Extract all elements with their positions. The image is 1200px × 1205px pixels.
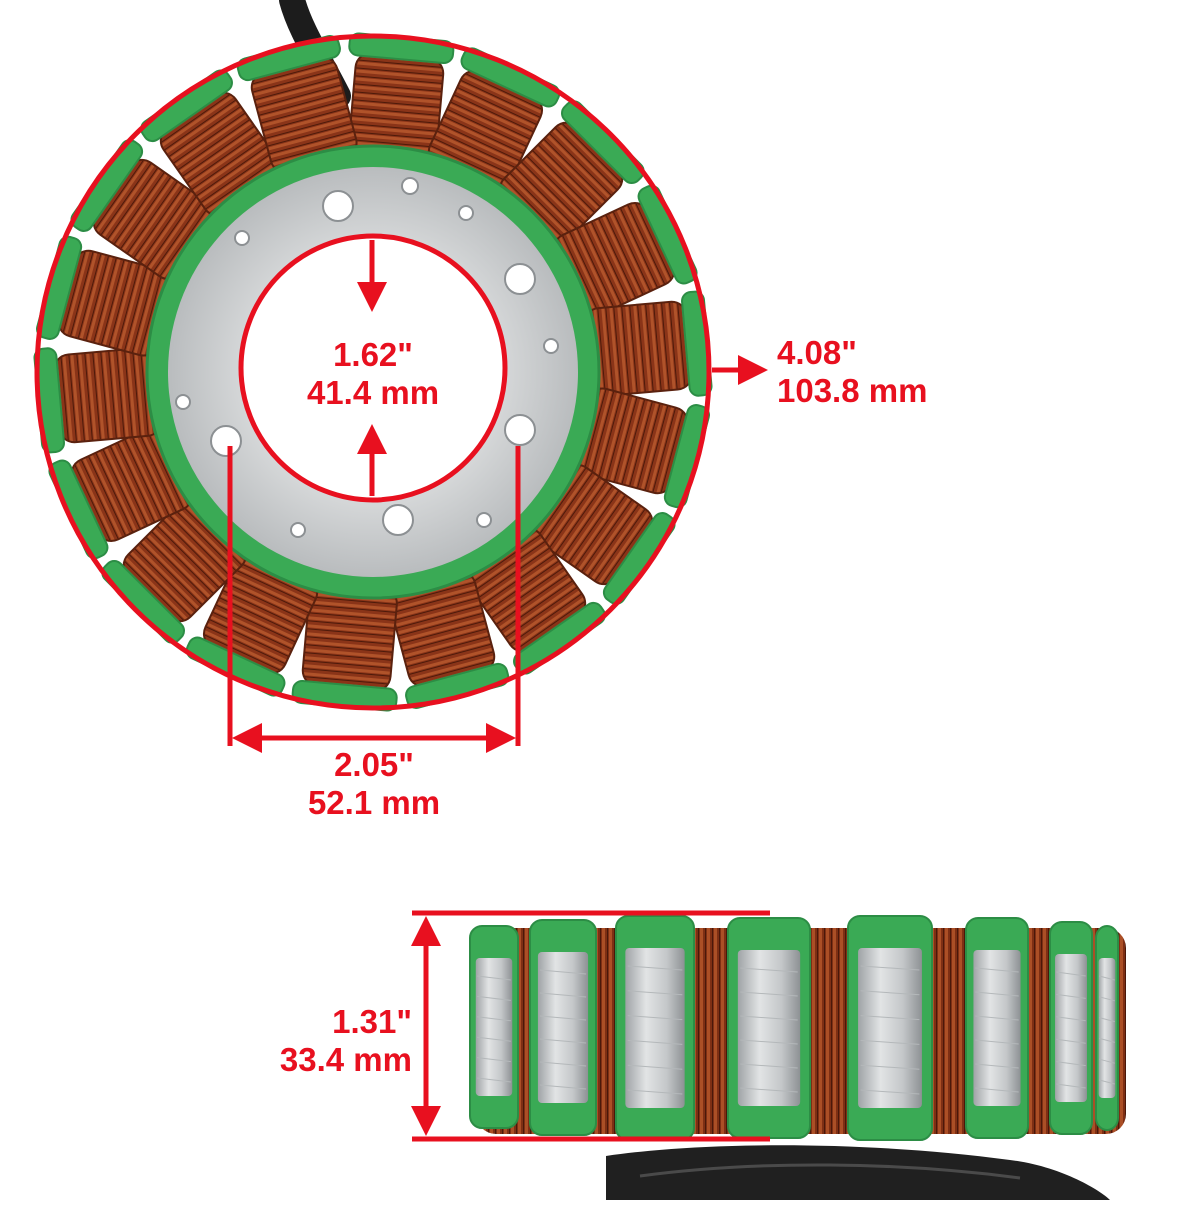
height-mm: 33.4 mm — [279, 1041, 412, 1078]
bolt-spacing-label: 2.05" 52.1 mm — [264, 746, 484, 822]
dimension-arrows-side — [411, 910, 770, 1142]
coil-pole — [36, 235, 176, 357]
inner-diameter-label: 1.62" 41.4 mm — [270, 336, 476, 412]
outer-diameter-inch: 4.08" — [777, 334, 857, 371]
side-pole — [529, 919, 597, 1136]
bolt-hole — [401, 177, 419, 195]
side-pole — [469, 925, 519, 1129]
height-inch: 1.31" — [332, 1003, 412, 1040]
bolt-hole — [458, 205, 474, 221]
inner-diameter-inch: 1.62" — [333, 336, 413, 373]
coil-pole — [236, 35, 358, 175]
height-label: 1.31" 33.4 mm — [230, 1003, 412, 1079]
inner-bore — [238, 233, 508, 503]
side-pole — [965, 917, 1029, 1139]
wire-harness-bottom — [606, 1145, 1110, 1200]
side-pole — [1095, 925, 1119, 1131]
outer-diameter-mm: 103.8 mm — [777, 372, 928, 409]
outer-diameter-label: 4.08" 103.8 mm — [777, 334, 927, 410]
stator-top-view — [33, 0, 713, 712]
dimension-arrows-top — [227, 240, 768, 753]
side-pole — [1049, 921, 1093, 1135]
bolt-spacing-mm: 52.1 mm — [307, 784, 441, 821]
bolt-holes — [175, 177, 559, 538]
side-pole — [615, 915, 695, 1141]
bolt-hole — [210, 425, 242, 457]
bolt-hole — [543, 338, 559, 354]
bolt-hole — [234, 230, 250, 246]
outer-diameter-outline — [34, 33, 712, 711]
side-pole — [847, 915, 933, 1141]
bolt-hole — [175, 394, 191, 410]
bolt-spacing-inch: 2.05" — [334, 746, 414, 783]
side-pole — [727, 917, 811, 1139]
bolt-hole — [322, 190, 354, 222]
bolt-hole — [504, 263, 536, 295]
bolt-hole — [382, 504, 414, 536]
bolt-hole — [290, 522, 306, 538]
bolt-hole — [504, 414, 536, 446]
stator-poles — [33, 32, 713, 712]
inner-diameter-mm: 41.4 mm — [306, 374, 440, 411]
bolt-hole — [476, 512, 492, 528]
side-view-poles — [469, 915, 1119, 1141]
stator-side-view — [469, 915, 1126, 1200]
